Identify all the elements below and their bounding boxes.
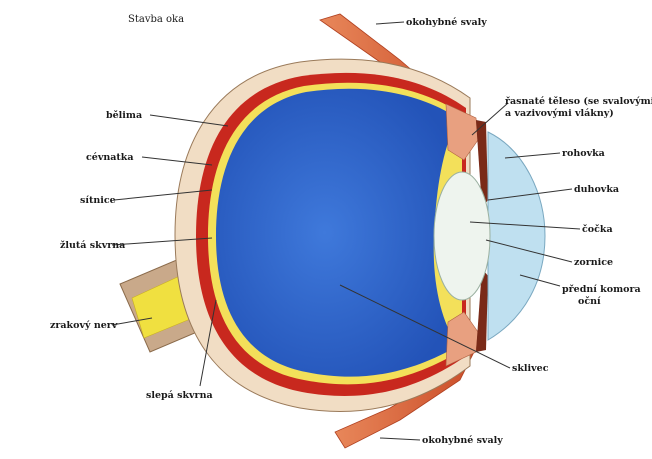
label-predni-komora-1: přední komora <box>562 284 641 295</box>
title: Stavba oka <box>128 14 184 25</box>
ciliary-body-top <box>446 104 478 160</box>
label-zluta-skvrna: žlutá skvrna <box>60 240 125 251</box>
label-cevnatka: cévnatka <box>86 152 134 163</box>
label-zrakovy-nerv: zrakový nerv <box>50 320 118 331</box>
label-zornice: zornice <box>574 257 613 268</box>
label-okohybne-svaly-top: okohybné svaly <box>406 17 487 28</box>
label-okohybne-svaly-bottom: okohybné svaly <box>422 435 503 446</box>
label-predni-komora-2: oční <box>578 296 601 307</box>
vitreous-body <box>216 89 458 377</box>
label-cocka: čočka <box>582 224 613 235</box>
label-duhovka: duhovka <box>574 184 619 195</box>
lens <box>434 172 490 300</box>
leader-rasnate <box>472 103 508 135</box>
leader-okohybne-bottom <box>380 438 420 440</box>
label-rohovka: rohovka <box>562 148 605 159</box>
label-sklivec: sklivec <box>512 363 549 374</box>
label-rasnate-teleso-1: řasnaté těleso (se svalovými <box>505 96 652 107</box>
leader-okohybne-top <box>376 22 404 24</box>
label-slepa-skvrna: slepá skvrna <box>146 390 213 401</box>
label-rasnate-teleso-2: a vazivovými vlákny) <box>505 108 614 119</box>
label-sitnice: sítnice <box>80 195 116 206</box>
cornea <box>488 132 545 340</box>
label-belima: bělima <box>106 110 142 121</box>
